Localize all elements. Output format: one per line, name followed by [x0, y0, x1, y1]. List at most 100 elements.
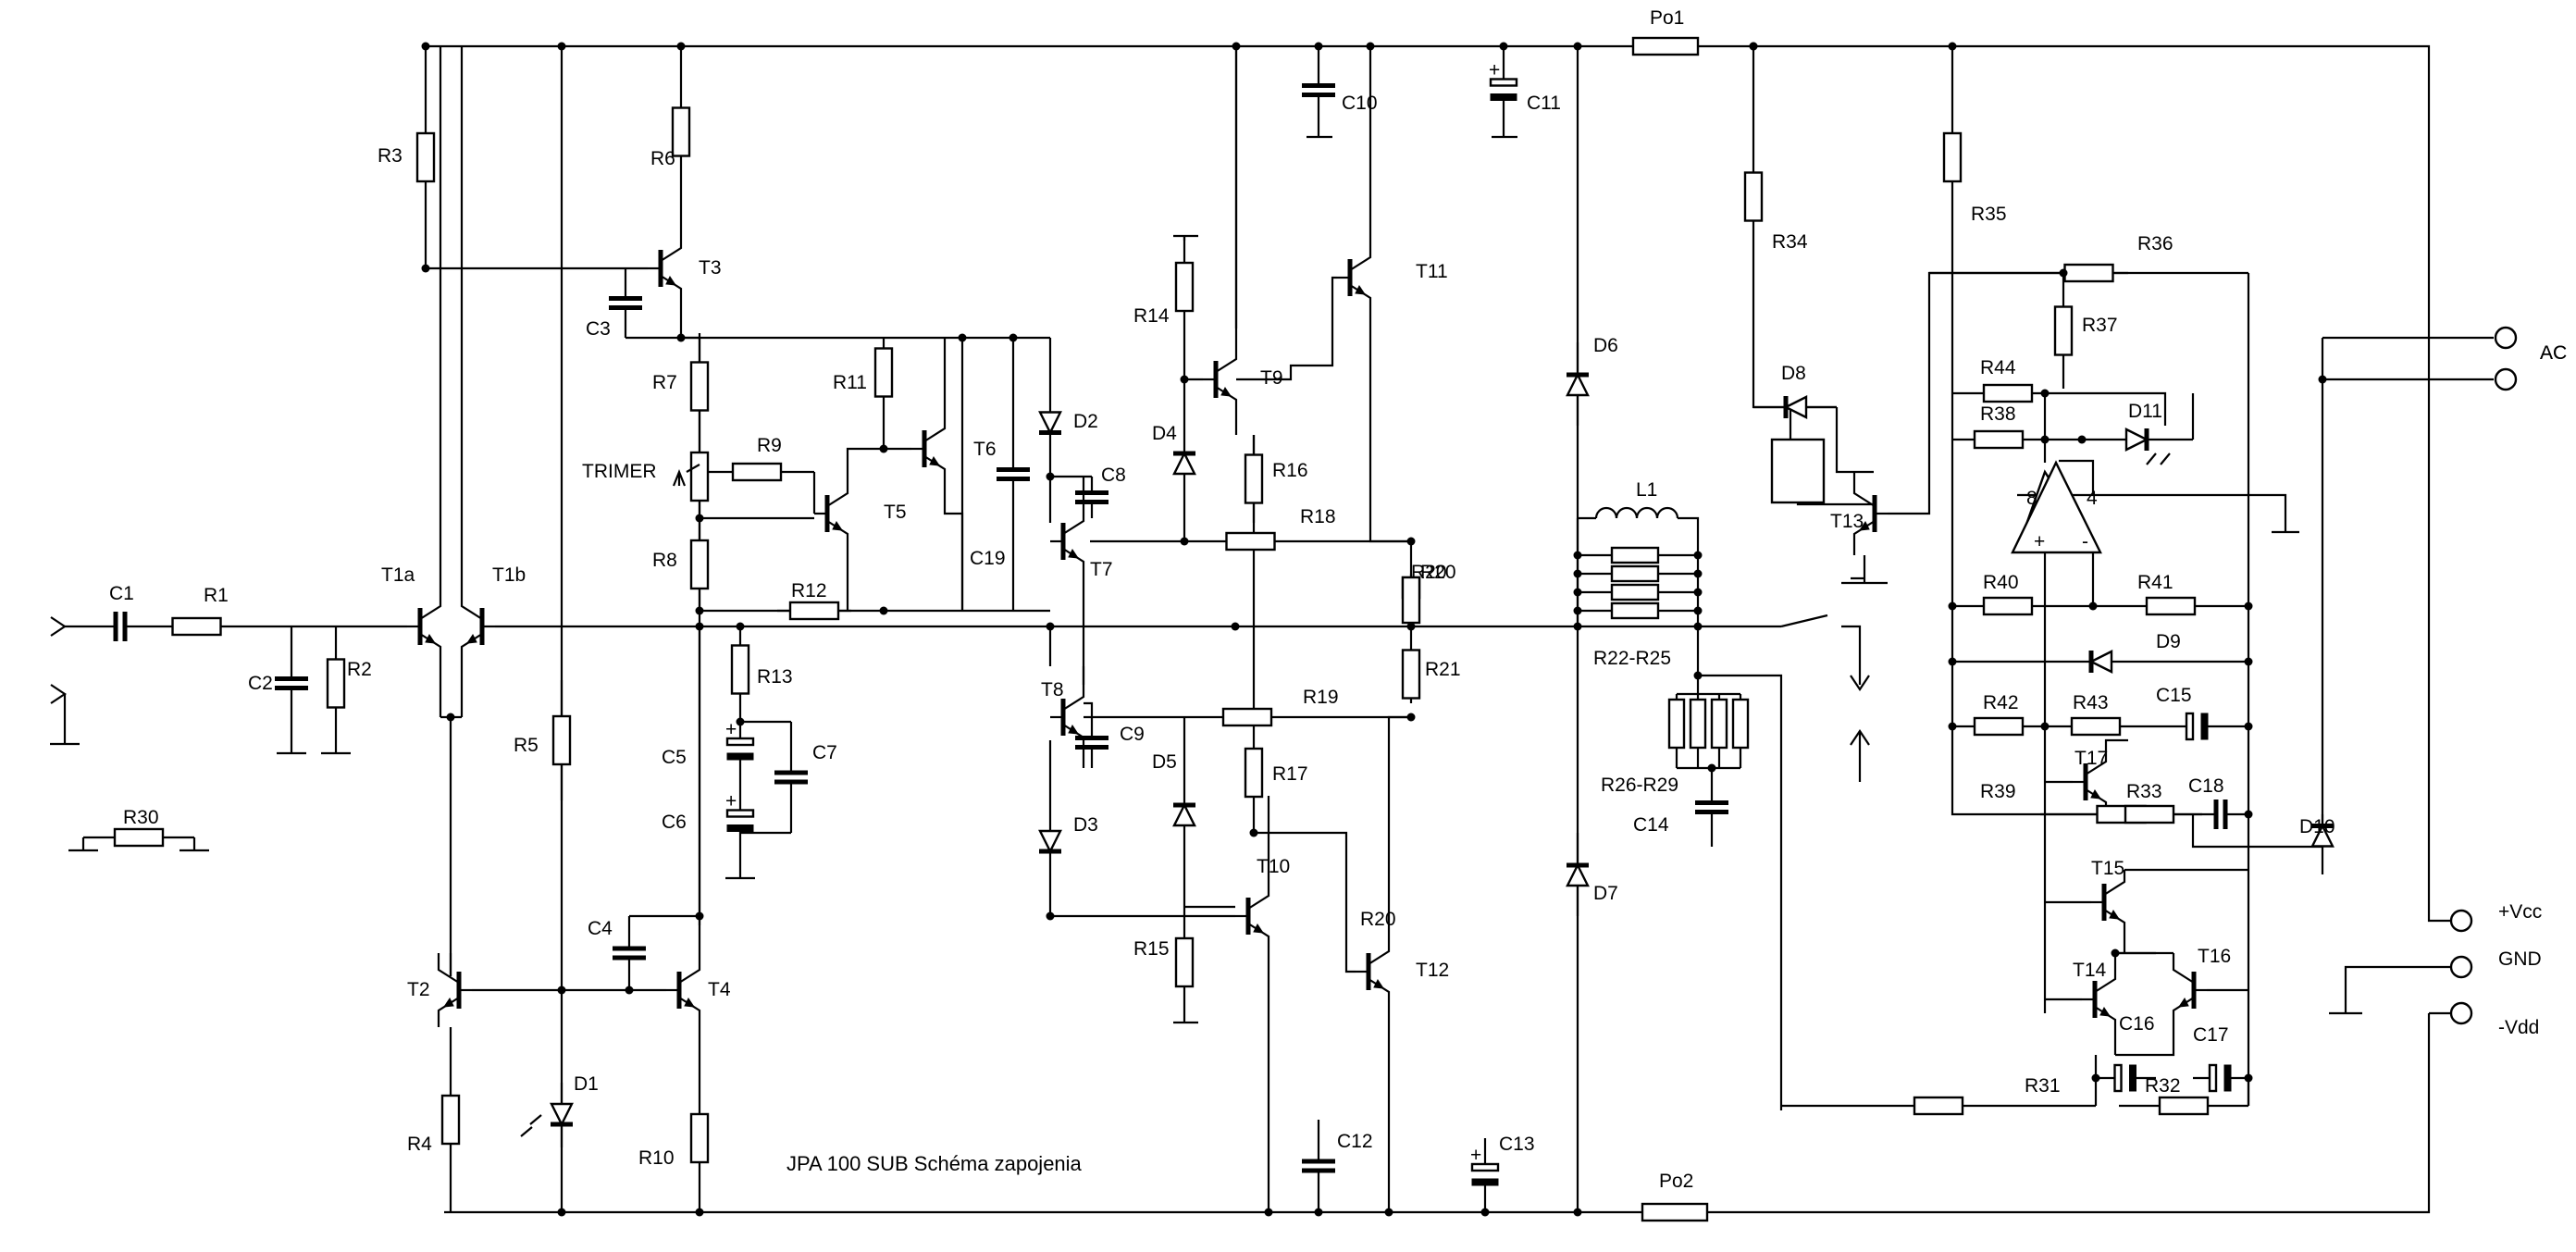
- resistor-label: R12: [791, 580, 827, 601]
- resistor: [1942, 131, 1963, 183]
- diode: [550, 1102, 574, 1127]
- diode-label: D1: [574, 1073, 599, 1095]
- resistor-label: R9: [757, 435, 782, 456]
- resistor-label: R22-R25: [1593, 648, 1671, 669]
- resistor: [113, 827, 165, 848]
- capacitor-label: C3: [586, 318, 611, 340]
- capacitor: [997, 467, 1030, 481]
- emitter-arrow: [2099, 1007, 2112, 1017]
- junction-dot: [446, 713, 455, 722]
- resistor: [1610, 583, 1660, 601]
- resistor: [689, 539, 710, 590]
- trimmer-label: TRIMER: [582, 461, 657, 482]
- junction-dot: [2088, 601, 2098, 611]
- junction-dot: [1499, 42, 1508, 51]
- electrolytic-capacitor-plate: [2129, 1064, 2136, 1092]
- resistor-label: R19: [1303, 687, 1339, 708]
- capacitor-label: C12: [1337, 1131, 1373, 1152]
- capacitor: [609, 296, 642, 310]
- terminal-connector: [2449, 955, 2473, 979]
- capacitor: [1075, 736, 1108, 750]
- junction-dot: [1707, 763, 1716, 773]
- junction-dot: [1314, 1208, 1323, 1217]
- capacitor-label: C9: [1120, 724, 1145, 745]
- junction-dot: [1948, 722, 1957, 731]
- resistor-label: R1: [204, 585, 229, 606]
- emitter-arrow: [442, 998, 454, 1008]
- junction-dot: [557, 1208, 566, 1217]
- resistor: [1973, 429, 2025, 450]
- emitter-arrow: [1355, 285, 1367, 295]
- resistor: [1913, 1096, 1964, 1116]
- ground-symbol: [50, 731, 80, 746]
- resistor: [415, 131, 436, 183]
- junction-dot: [2318, 375, 2327, 384]
- junction-dot: [1046, 622, 1055, 631]
- resistor-label: R3: [378, 145, 402, 167]
- diode: [1566, 862, 1590, 887]
- resistor: [1731, 698, 1750, 750]
- resistor: [551, 714, 572, 766]
- relay-coil: [1770, 438, 1826, 504]
- junction-dot: [2244, 722, 2253, 731]
- junction-dot: [879, 444, 888, 453]
- fuse-label: Po2: [1659, 1171, 1693, 1192]
- diode: [1172, 802, 1196, 827]
- resistor-label: R36: [2137, 233, 2174, 254]
- resistor: [689, 361, 710, 412]
- capacitor-label: C14: [1633, 814, 1669, 836]
- junction-dot: [1264, 1208, 1273, 1217]
- electrolytic-capacitor-plate: [726, 752, 754, 761]
- ground-symbol: [725, 865, 755, 880]
- transistor-label: T17: [2074, 748, 2108, 769]
- capacitor: [275, 676, 308, 690]
- led-light-rays: [2146, 452, 2171, 465]
- junction-dot: [1384, 1208, 1393, 1217]
- emitter-arrow: [684, 998, 696, 1008]
- resistor-label: R14: [1133, 305, 1170, 327]
- transistor-label: T5: [884, 502, 907, 523]
- junction-dot: [1693, 622, 1703, 631]
- diode: [2088, 650, 2113, 674]
- resistor-label: R20: [1411, 562, 1447, 583]
- capacitor: [1302, 1159, 1335, 1173]
- emitter-arrow: [832, 521, 844, 531]
- junction-dot: [2077, 435, 2087, 444]
- junction-dot: [557, 985, 566, 995]
- resistor: [2063, 263, 2114, 283]
- resistor-label: R18: [1300, 506, 1336, 527]
- transistor-label: T1b: [492, 564, 526, 586]
- resistor: [689, 1112, 710, 1164]
- junction-dot: [1573, 622, 1582, 631]
- junction-dot: [2040, 722, 2050, 731]
- junction-dot: [1046, 911, 1055, 921]
- diode-label: D3: [1073, 814, 1098, 836]
- resistor: [788, 601, 840, 621]
- transistor-label: T12: [1416, 960, 1449, 981]
- junction-dot: [1693, 569, 1703, 578]
- capacitor-label: C4: [588, 918, 613, 939]
- resistor: [730, 644, 750, 695]
- capacitor-label: C16: [2119, 1013, 2155, 1035]
- resistor-label: R41: [2137, 572, 2174, 593]
- transistor-label: T4: [708, 979, 731, 1000]
- opamp-pin-label: 4: [2087, 488, 2098, 509]
- junction-dot: [625, 985, 634, 995]
- resistor-label: R26-R29: [1601, 775, 1678, 796]
- junction-dot: [1406, 537, 1416, 546]
- resistor-label: R34: [1772, 231, 1808, 253]
- diode: [1783, 395, 1808, 419]
- electrolytic-capacitor: [2208, 1063, 2218, 1093]
- transistor-label: T13: [1830, 511, 1864, 532]
- junction-dot: [2244, 601, 2253, 611]
- junction-dot: [1366, 42, 1375, 51]
- emitter-arrow: [465, 634, 477, 644]
- fuse-po2: [1641, 1202, 1709, 1222]
- terminal-label: +Vcc: [2498, 901, 2542, 923]
- resistor: [2070, 716, 2122, 737]
- capacitor-label: C6: [662, 812, 687, 833]
- resistor: [1743, 171, 1764, 222]
- resistor: [873, 347, 894, 398]
- emitter-arrow: [1068, 549, 1080, 559]
- diode-label: D7: [1593, 883, 1618, 904]
